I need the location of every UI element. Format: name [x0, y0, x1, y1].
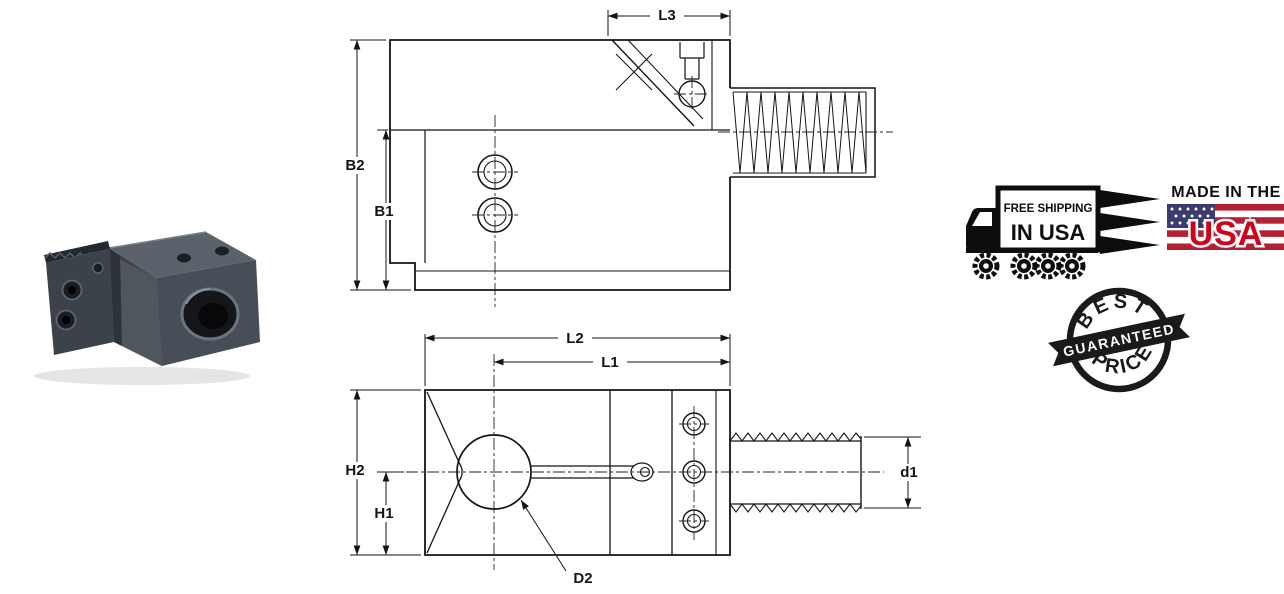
- tool-bore: [180, 287, 240, 341]
- dim-label-l2: L2: [566, 330, 584, 347]
- thread-hatching: [732, 91, 867, 174]
- plan-view: [406, 354, 884, 570]
- centerlines-plan: [406, 354, 884, 570]
- in-usa-text: IN USA: [1011, 220, 1086, 245]
- made-in-usa-badge: MADE IN THE USA: [1166, 184, 1284, 257]
- leader-line-d2: [520, 499, 567, 572]
- usa-flag-text: USA: [1189, 215, 1264, 252]
- delivery-truck-icon: [966, 185, 1101, 280]
- clamp-block: [44, 241, 122, 355]
- dim-labels: B2 B1 L3 L2 L1 H2 H1 d1 D2: [345, 7, 917, 587]
- made-in-the-text: MADE IN THE: [1171, 184, 1281, 201]
- threaded-shank-plan: [729, 432, 862, 513]
- clamp-wedge-edge: [611, 39, 695, 127]
- clamp-cross: [615, 53, 653, 91]
- top-hole: [177, 253, 191, 263]
- dim-label-h2: H2: [345, 462, 364, 479]
- top-hole: [215, 246, 229, 256]
- us-flag-icon: USA: [1167, 204, 1284, 256]
- stamp-ribbon: [1048, 313, 1190, 367]
- dim-label-l1: L1: [601, 354, 619, 371]
- truck-window: [972, 212, 992, 226]
- dim-label-d1: d1: [900, 464, 918, 481]
- clamp-screw: [679, 42, 705, 80]
- side-view: [389, 39, 893, 307]
- speed-lines-icon: [1100, 190, 1160, 254]
- free-shipping-text: FREE SHIPPING: [1004, 203, 1093, 215]
- free-shipping-badge: FREE SHIPPING IN USA: [966, 185, 1160, 280]
- dim-label-l3: L3: [658, 7, 676, 24]
- dim-label-b2: B2: [345, 157, 364, 174]
- dim-label-d2: D2: [573, 570, 592, 587]
- prism-edges: [426, 391, 463, 554]
- best-price-stamp: BEST GUARANTEED PRICE: [1048, 283, 1190, 393]
- clamp-slot: [531, 462, 654, 482]
- product-photo: [34, 231, 260, 385]
- threaded-shank-side: [730, 87, 876, 178]
- dim-label-h1: H1: [374, 505, 393, 522]
- dim-label-backgrounds: [338, 7, 927, 522]
- centerlines-side: [472, 76, 893, 307]
- dim-label-b1: B1: [374, 203, 393, 220]
- socket-screw: [92, 262, 104, 274]
- tool-holder-body: [108, 231, 260, 366]
- flag-stars: [1170, 207, 1214, 225]
- photo-shadow: [34, 367, 250, 385]
- truck-wheels: [972, 252, 1086, 280]
